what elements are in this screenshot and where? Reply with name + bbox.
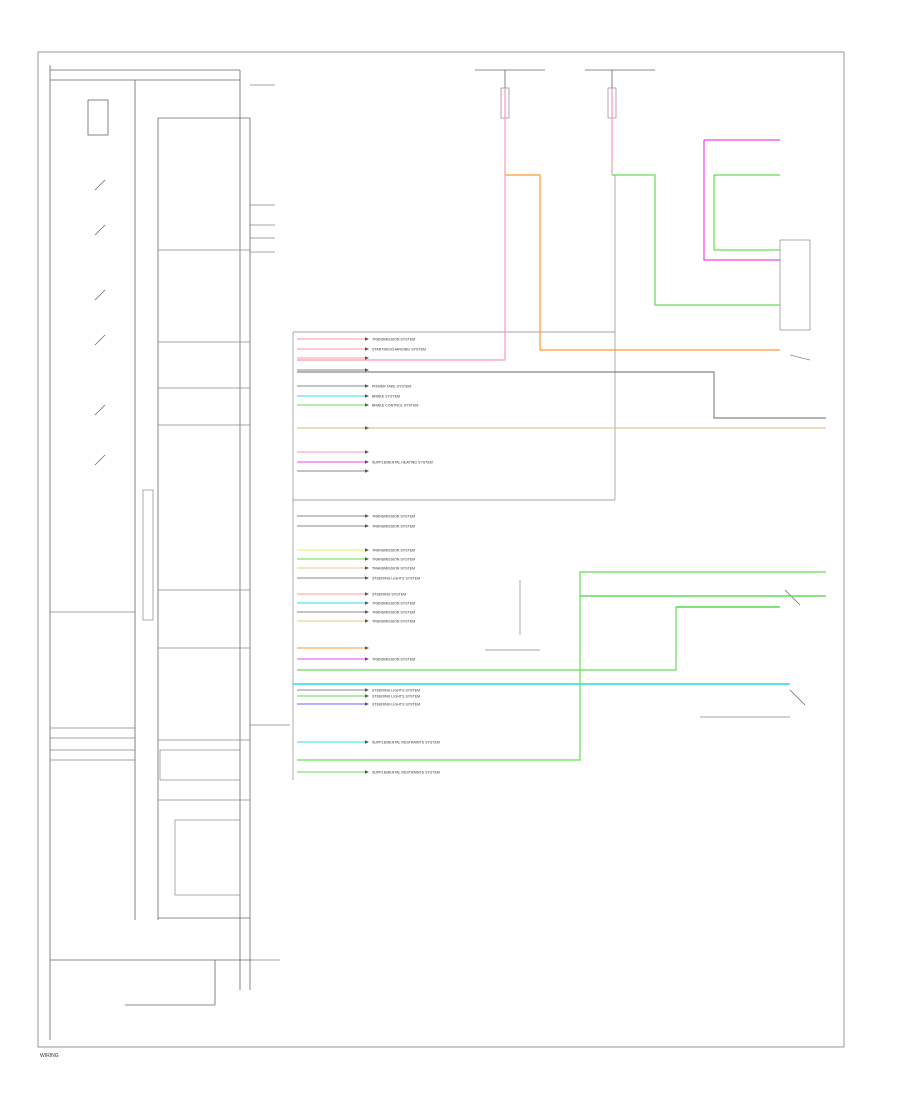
connector-arrow <box>365 592 369 596</box>
wire <box>505 174 780 351</box>
connector-arrow <box>365 566 369 570</box>
harness-connector <box>292 175 616 780</box>
colored-wires <box>297 88 826 761</box>
connector-arrow <box>365 514 369 518</box>
stub-label: STEERING LIGHTS SYSTEM <box>372 689 420 693</box>
stub-label: TRANSMISSION SYSTEM <box>372 525 415 529</box>
connector-arrow <box>365 657 369 661</box>
connector-arrow <box>365 450 369 454</box>
footer-label: WIRING <box>40 1053 59 1059</box>
wire <box>703 140 780 261</box>
connector-arrow <box>365 702 369 706</box>
stub-label: SUPPLEMENTAL HEATING SYSTEM <box>372 461 433 465</box>
wire <box>297 371 826 419</box>
wire-stubs: TRANSMISSION SYSTEM STARTING/CHARGING SYS… <box>297 337 440 775</box>
connector-arrow <box>365 770 369 774</box>
connector-arrow <box>365 740 369 744</box>
connector-arrow <box>365 356 369 360</box>
connector-arrow <box>365 688 369 692</box>
connector-arrow <box>365 646 369 650</box>
cluster-outputs <box>250 84 290 961</box>
stub-label: STEERING LIGHTS SYSTEM <box>372 695 420 699</box>
connector-arrow <box>365 619 369 623</box>
stub-label: SUPPLEMENTAL RESTRAINTS SYSTEM <box>372 741 440 745</box>
stub-label: BRAKE CONTROL SYSTEM <box>372 404 418 408</box>
connector-arrow <box>365 601 369 605</box>
stub-label: TRANSMISSION SYSTEM <box>372 558 415 562</box>
connector-arrow <box>365 460 369 464</box>
connector-arrow <box>365 576 369 580</box>
connector-arrow <box>365 426 369 430</box>
connector-arrow <box>365 394 369 398</box>
stub-label: TRANSMISSION SYSTEM <box>372 658 415 662</box>
connector-arrow <box>365 694 369 698</box>
connector-arrow <box>365 610 369 614</box>
wire <box>297 571 826 761</box>
stub-label: TRANSMISSION SYSTEM <box>372 549 415 553</box>
connector-arrow <box>365 524 369 528</box>
stub-label: SUPPLEMENTAL RESTRAINTS SYSTEM <box>372 771 440 775</box>
stub-label: TRANSMISSION SYSTEM <box>372 611 415 615</box>
stub-label: TRANSMISSION SYSTEM <box>372 602 415 606</box>
connector-arrow <box>365 384 369 388</box>
stub-label: TRANSMISSION SYSTEM <box>372 620 415 624</box>
stub-label: BRAKE SYSTEM <box>372 395 400 399</box>
ground-strips <box>293 595 826 685</box>
stub-label: STARTING/CHARGING SYSTEM <box>372 348 426 352</box>
connector-arrow <box>365 557 369 561</box>
stub-label: STEERING LIGHTS SYSTEM <box>372 577 420 581</box>
wire <box>612 174 780 306</box>
wire <box>297 606 780 671</box>
connector-arrow <box>365 548 369 552</box>
stub-label: TRANSMISSION SYSTEM <box>372 338 415 342</box>
connector-arrow <box>365 469 369 473</box>
stub-label: TRANSMISSION SYSTEM <box>372 567 415 571</box>
stub-label: STEERING LIGHTS SYSTEM <box>372 703 420 707</box>
connector-arrow <box>365 347 369 351</box>
cluster-block <box>49 65 251 1040</box>
diagram-frame <box>37 51 845 1048</box>
connector-arrow <box>365 337 369 341</box>
fuse-blocks <box>475 69 655 119</box>
stub-label: TRANSMISSION SYSTEM <box>372 515 415 519</box>
right-components <box>700 239 811 718</box>
connector-arrow <box>365 403 369 407</box>
connector-arrow <box>365 368 369 372</box>
stub-label: STEERING SYSTEM <box>372 593 406 597</box>
wire <box>297 88 506 361</box>
wire <box>713 175 780 251</box>
stub-label: POWER TAKE SYSTEM <box>372 385 411 389</box>
